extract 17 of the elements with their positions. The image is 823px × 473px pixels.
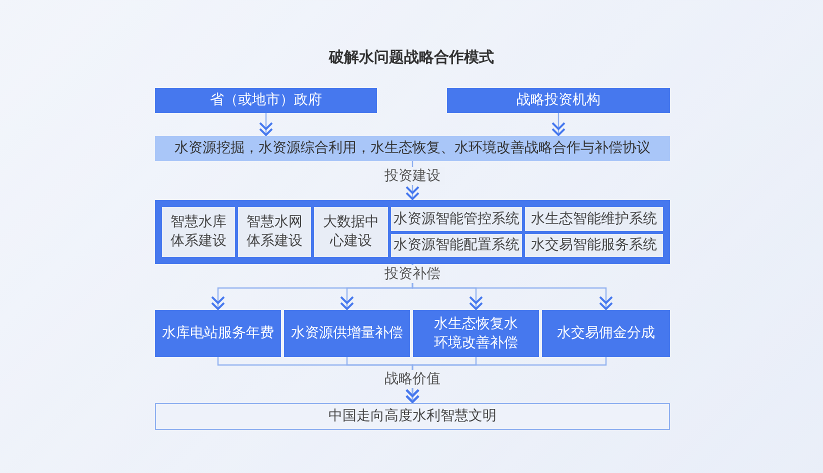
- compensation-box: 水资源供增量补偿: [284, 310, 410, 357]
- system-box: 水生态智能维护系统: [525, 207, 663, 231]
- system-box: 智慧水库体系建设: [162, 207, 235, 257]
- construction-panel: [155, 200, 670, 264]
- system-box: 水资源智能配置系统: [391, 234, 522, 257]
- compensation-box: 水库电站服务年费: [155, 310, 281, 357]
- system-box: 水资源智能管控系统: [391, 207, 522, 231]
- diagram-title: 破解水问题战略合作模式: [328, 48, 495, 67]
- value-box: 中国走向高度水利智慧文明: [155, 403, 670, 430]
- compensation-box: 水生态恢复水环境改善补偿: [413, 310, 539, 357]
- system-box: 大数据中心建设: [314, 207, 388, 257]
- agreement-bar: 水资源挖掘，水资源综合利用，水生态恢复、水环境改善战略合作与补偿协议: [155, 136, 670, 161]
- party-box: 省（或地市）政府: [155, 88, 377, 113]
- system-box: 水交易智能服务系统: [525, 234, 663, 257]
- system-box: 智慧水网体系建设: [238, 207, 311, 257]
- party-box: 战略投资机构: [447, 88, 670, 113]
- compensation-box: 水交易佣金分成: [542, 310, 670, 357]
